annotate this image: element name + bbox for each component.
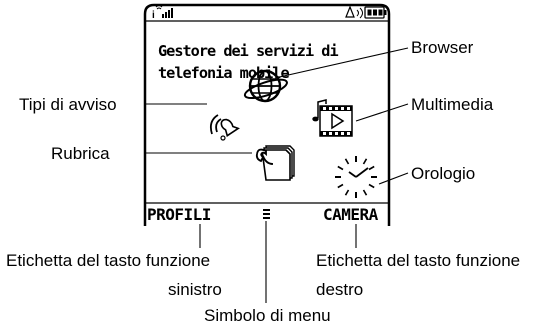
phonebook-icon: [255, 145, 295, 181]
leader-browser: [274, 47, 409, 79]
battery-icon: [364, 6, 387, 19]
callout-alert-types: Tipi di avviso: [19, 95, 117, 114]
callout-clock: Orologio: [411, 164, 476, 183]
multimedia-film-icon: [312, 99, 353, 137]
right-soft-key-label[interactable]: CAMERA: [323, 205, 378, 224]
signal-icon: i: [152, 5, 173, 21]
callout-browser: Browser: [411, 38, 474, 57]
callout-menu-symbol: Simbolo di menu: [204, 306, 331, 325]
clock-icon: [335, 156, 377, 198]
callout-left-soft-key-line2: sinistro: [168, 280, 222, 299]
leader-multimedia: [355, 103, 409, 122]
svg-text:i: i: [152, 10, 155, 21]
callout-left-soft-key-line1: Etichetta del tasto funzione: [6, 251, 211, 270]
screen-frame: [143, 3, 391, 226]
left-soft-key-label[interactable]: PROFILI: [147, 205, 211, 224]
menu-symbol-icon: [263, 209, 270, 219]
callout-phonebook: Rubrica: [51, 144, 110, 163]
leader-clock: [378, 172, 409, 185]
globe-browser-icon: [243, 69, 288, 103]
screen-title: Gestore dei servizi di telefonia mobile: [158, 42, 339, 82]
callout-right-soft-key-line1: Etichetta del tasto funzione: [316, 251, 521, 270]
callout-multimedia: Multimedia: [411, 95, 494, 114]
alert-bell-icon: [209, 114, 240, 141]
leader-lines: [146, 47, 409, 303]
ringer-icon: [345, 5, 363, 19]
callout-right-soft-key-line2: destro: [316, 280, 364, 299]
